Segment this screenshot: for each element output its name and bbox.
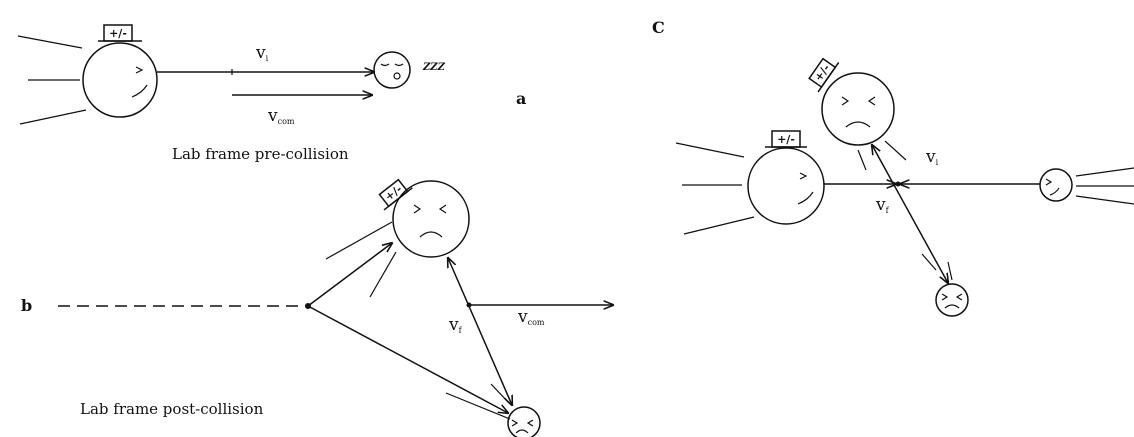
large-face-c-top xyxy=(821,72,895,146)
vi-label-c: vi xyxy=(925,147,939,167)
small-face-c-bottom xyxy=(935,283,969,317)
large-face-a xyxy=(82,42,158,118)
collision-point-c xyxy=(895,181,901,187)
hat-label-b: +/- xyxy=(383,182,405,203)
panel-letter-b: b xyxy=(21,296,32,315)
path-to-small-b xyxy=(307,305,508,413)
vi-label-a: vi xyxy=(255,43,269,63)
motion-lines-c-bottom xyxy=(921,253,953,281)
motion-lines-c-top xyxy=(857,140,907,171)
hat-label-c-top: +/- xyxy=(812,62,833,84)
large-face-b xyxy=(392,180,470,258)
hat-label-c-left: +/- xyxy=(777,133,795,146)
vcom-label-b: vcom xyxy=(517,307,545,327)
caption-a: Lab frame pre-collision xyxy=(172,145,349,163)
motion-lines-b2 xyxy=(445,383,511,420)
hat-c-top: +/- xyxy=(808,57,840,93)
caption-b: Lab frame post-collision xyxy=(80,400,264,418)
panel-b: b +/- vcom vf xyxy=(21,178,613,437)
motion-lines-c-right xyxy=(1075,167,1134,205)
vf-diagonal-c xyxy=(872,145,948,283)
zzz-text: ZZZ xyxy=(422,62,446,73)
panel-letter-c: C xyxy=(652,18,665,37)
panel-letter-a: a xyxy=(516,89,526,108)
hat-c-left: +/- xyxy=(765,130,807,148)
panel-a: +/- vi vcom ZZZ a Lab frame pre-collisio… xyxy=(17,24,526,163)
motion-lines-a xyxy=(17,35,87,125)
small-face-c-right xyxy=(1039,168,1073,202)
hat-a: +/- xyxy=(98,24,142,42)
panel-c: C +/- +/- xyxy=(652,18,1134,317)
vf-label-b: vf xyxy=(448,315,463,335)
vcom-label-a: vcom xyxy=(267,106,295,126)
small-face-b xyxy=(507,406,541,437)
sleeping-face-a: ZZZ xyxy=(373,51,446,89)
motion-lines-b1 xyxy=(325,221,397,298)
vf-label-c: vf xyxy=(875,195,890,215)
motion-lines-c-left xyxy=(675,142,755,235)
vf-arrow-b xyxy=(448,258,512,405)
hat-label-a: +/- xyxy=(109,27,127,40)
hat-b: +/- xyxy=(378,178,413,211)
path-to-large-b xyxy=(307,243,392,307)
large-face-c-left xyxy=(747,147,825,225)
